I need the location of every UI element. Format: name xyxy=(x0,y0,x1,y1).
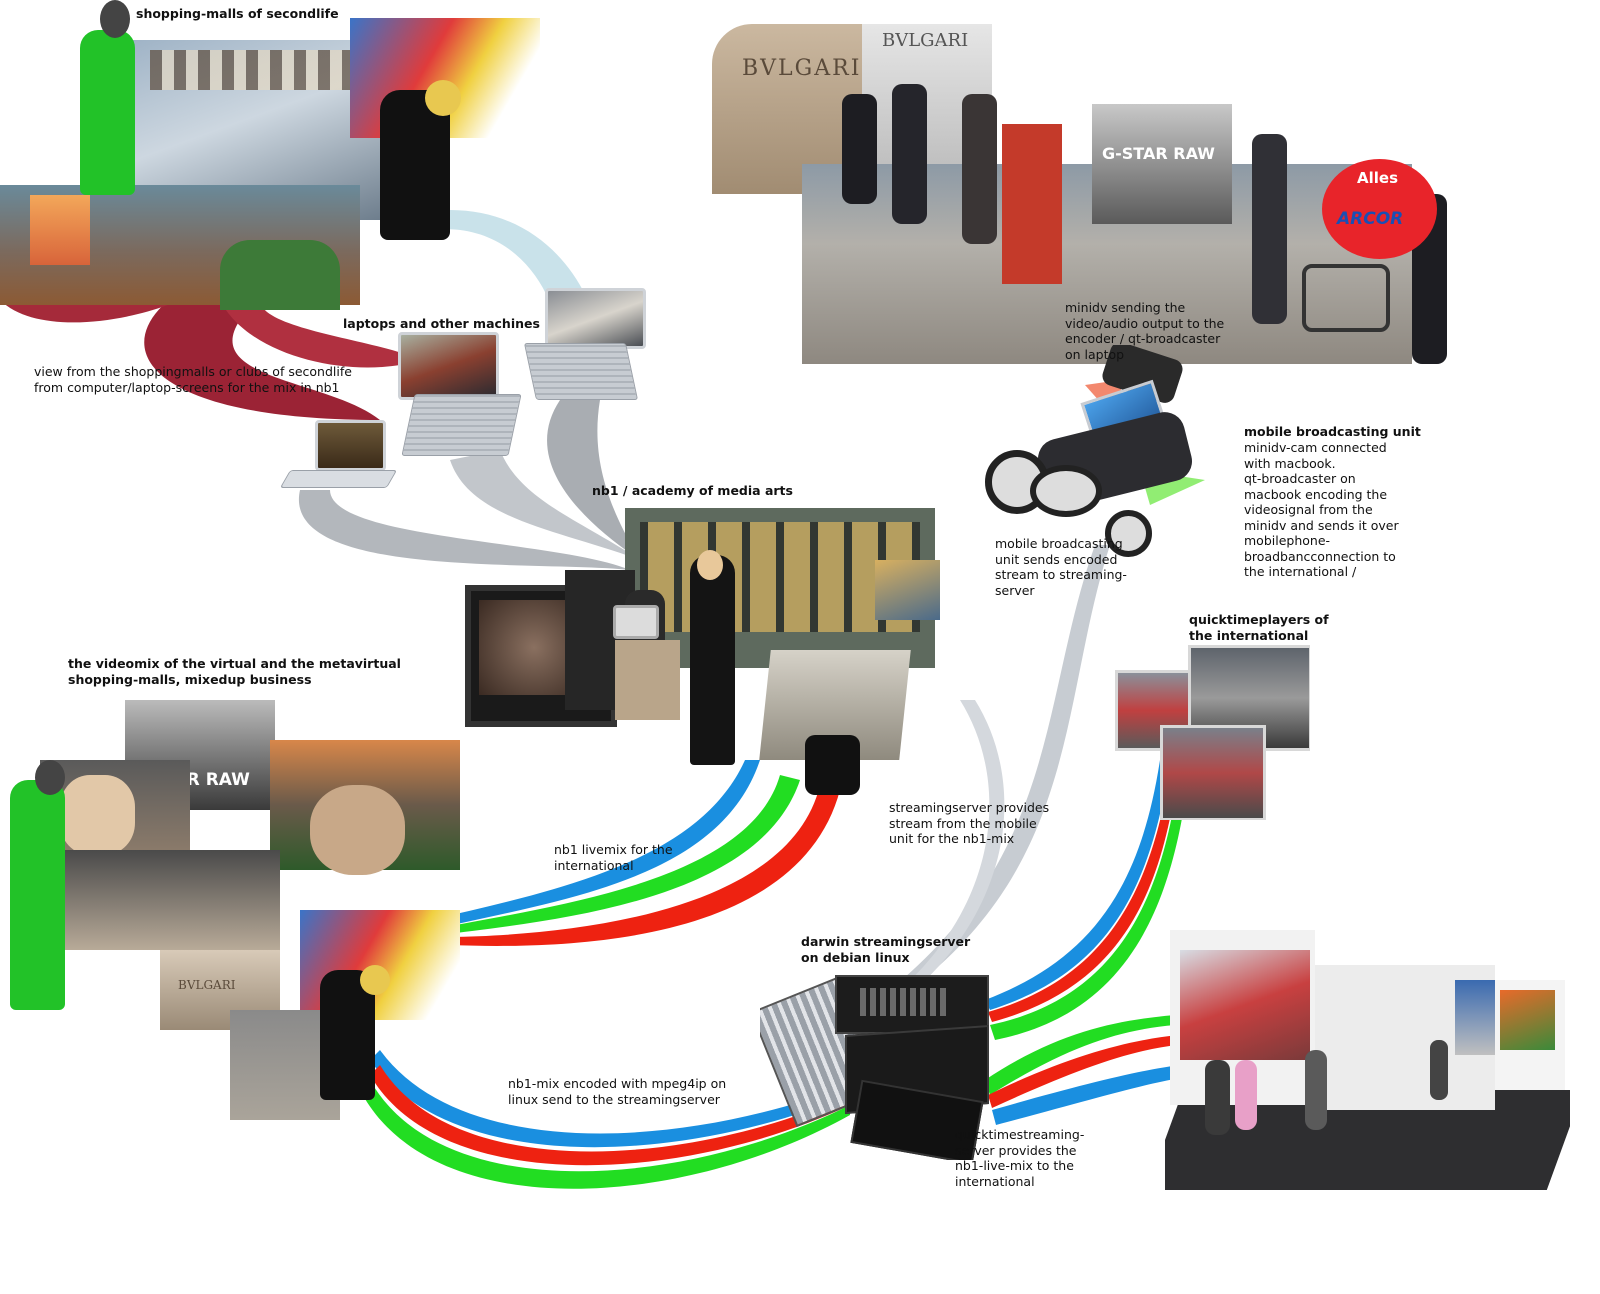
label-shopping-malls: shopping-malls of secondlife xyxy=(136,6,339,21)
monitor-icon xyxy=(613,605,659,639)
flow-server-to-nb1 xyxy=(900,700,1005,990)
alles-sign xyxy=(1322,159,1437,259)
flow-livemix-green xyxy=(440,775,800,935)
label-minidv-sending: minidv sending the video/audio output to… xyxy=(1065,300,1225,362)
green-avatar xyxy=(80,30,135,195)
flow-encoded-red xyxy=(370,1065,850,1166)
label-nb1-academy: nb1 / academy of media arts xyxy=(592,483,793,498)
flow-grey-ribbon-2 xyxy=(450,450,640,560)
arcor-sign-text: ARCOR xyxy=(1337,209,1404,229)
flow-grey-ribbon-3 xyxy=(547,400,640,560)
flow-maroon-ribbon-2 xyxy=(220,300,420,368)
bvlgari-sign: BVLGARI xyxy=(742,56,862,81)
label-nb1-livemix: nb1 livemix for the international xyxy=(554,842,673,873)
label-nb1-mix-encoded: nb1-mix encoded with mpeg4ip on linux se… xyxy=(508,1076,727,1107)
label-videomix: the videomix of the virtual and the meta… xyxy=(68,656,401,687)
label-laptops: laptops and other machines xyxy=(343,316,540,331)
flow-mobile-stream xyxy=(890,545,1110,990)
server-rack-icon xyxy=(760,970,995,1160)
alles-sign-text: Alles xyxy=(1357,169,1398,187)
quicktime-players xyxy=(1115,645,1310,820)
flow-gallery-green xyxy=(985,1015,1175,1095)
flow-livemix-blue xyxy=(430,760,760,930)
flow-gallery-blue xyxy=(992,1065,1180,1125)
label-mobile-unit-title: mobile broadcasting unit xyxy=(1244,424,1421,439)
label-mobile-unit-desc: minidv-cam connected with macbook. qt-br… xyxy=(1244,440,1399,579)
flow-grey-ribbon-1 xyxy=(298,490,630,570)
flow-qtp-green xyxy=(990,780,1188,1040)
flow-gallery-red xyxy=(988,1035,1178,1108)
bvlgari-sign: BVLGARI xyxy=(178,978,236,992)
label-quicktimestreaming: quicktimestreaming- server provides the … xyxy=(955,1127,1085,1189)
presenter-figure xyxy=(690,555,735,765)
mobile-broadcasting-unit xyxy=(980,345,1230,560)
secondlife-mall-collage xyxy=(0,0,545,310)
flow-qtp-blue xyxy=(985,760,1170,1010)
label-mobile-sends: mobile broadcasting unit sends encoded s… xyxy=(995,536,1127,598)
label-quicktimeplayers: quicktimeplayers of the international xyxy=(1189,612,1329,643)
laptop-icon xyxy=(523,288,646,403)
flow-encoded-green xyxy=(360,1080,850,1189)
laptop-icon xyxy=(393,332,523,460)
stroller xyxy=(1302,264,1390,332)
label-streamingserver-provides: streamingserver provides stream from the… xyxy=(889,800,1050,846)
nb1-control-room xyxy=(465,500,965,800)
label-view-from: view from the shoppingmalls or clubs of … xyxy=(34,364,352,395)
gstar-sign: G-STAR RAW xyxy=(1102,144,1215,163)
street-collage: BVLGARI BVLGARI G-STAR RAW Alles ARCOR xyxy=(712,24,1502,424)
laptop-icon xyxy=(279,420,398,490)
green-avatar xyxy=(10,780,65,1010)
flow-qtp-red xyxy=(988,770,1178,1022)
secondlife-gallery xyxy=(1165,920,1570,1190)
label-darwin: darwin streamingserver on debian linux xyxy=(801,934,971,965)
videomix-collage: G-STAR RAW BVLGARI xyxy=(0,700,465,1120)
flow-encoded-blue xyxy=(370,1050,850,1148)
flow-maroon-ribbon-1 xyxy=(144,280,380,420)
